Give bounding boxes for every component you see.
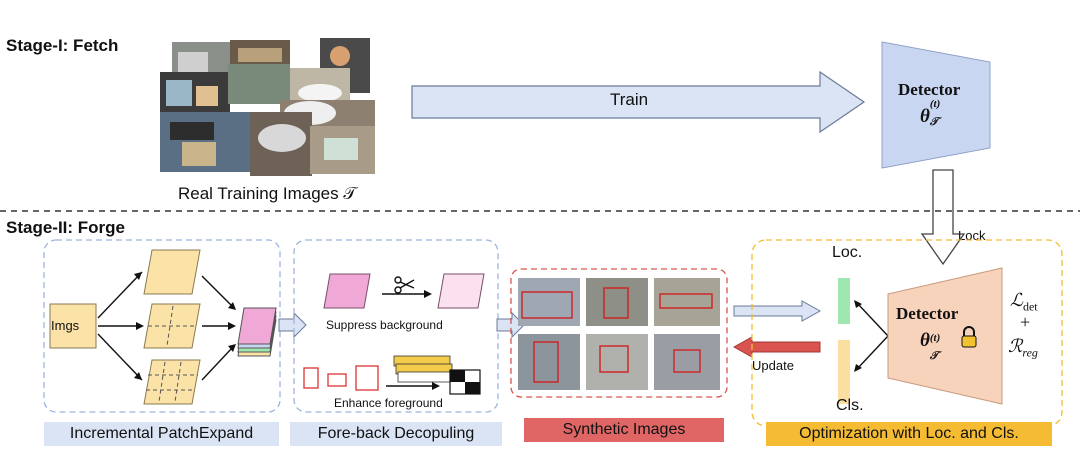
loss-reg: ℛreg [1008,336,1038,361]
loss-reg-symbol: ℛ [1008,336,1023,356]
loss-reg-sub: reg [1022,345,1038,360]
detector-top-param: θ (t) 𝒯 [920,98,940,128]
param-sup: (t) [929,332,941,344]
stage-separator [0,210,1080,212]
arrow-to-optimization [733,300,822,322]
param-sub: 𝒯 [929,350,939,362]
fragments-icon [393,355,455,383]
imgs-label: Imgs [51,318,80,333]
train-arrow [411,70,866,134]
synthetic-panel [510,268,728,398]
detector-bottom-title: Detector [896,304,959,323]
arrow-to-decoupling [278,312,307,338]
lock-label: Lock [958,228,986,243]
update-arrow [732,336,821,358]
detector-bottom-param: θ (t) 𝒯 [920,330,946,362]
scissors-icon [394,276,415,294]
train-label: Train [610,90,649,109]
enhance-foreground-label: Enhance foreground [334,396,443,410]
decoupling-panel [293,239,499,413]
optimization-panel [751,239,1063,427]
arrow-to-synthetic [496,312,525,338]
loss-det: ℒdet [1010,290,1038,315]
real-images-caption: Real Training Images 𝒯 [178,184,357,203]
detector-top-title: Detector [898,80,961,99]
stage1-label: Stage-I: Fetch [6,36,119,55]
lock-arrow [920,169,966,266]
param-sub: 𝒯 [929,116,939,128]
param-theta: θ [920,330,930,351]
foreground-mask-icon [449,369,481,395]
loc-label: Loc. [832,244,863,261]
decoupling-caption: Fore-back Decopuling [290,422,502,446]
loss-plus: + [1020,312,1031,332]
cls-label: Cls. [836,397,864,414]
loss-det-sub: det [1022,299,1038,314]
detector-top-shape [881,41,991,169]
patchexpand-caption: Incremental PatchExpand [44,422,279,446]
real-images-collage [160,38,375,176]
synthetic-caption: Synthetic Images [524,418,724,442]
optimization-caption: Optimization with Loc. and Cls. [766,422,1052,446]
loss-det-symbol: ℒ [1010,290,1023,310]
suppress-background-label: Suppress background [326,318,443,332]
param-sup: (t) [929,98,941,110]
stage2-label: Stage-II: Forge [6,218,126,237]
update-label: Update [752,358,794,373]
param-theta: θ [920,106,930,127]
lock-icon [961,326,977,348]
